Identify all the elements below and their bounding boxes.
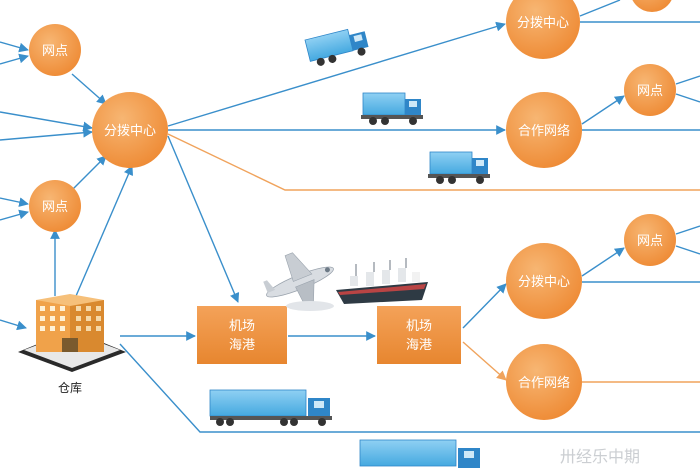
node-partial-top — [632, 0, 672, 12]
semi-truck-icon — [359, 439, 480, 468]
node-hub-bottom-right: 分拨中心 — [506, 243, 582, 319]
node-net-left-top: 网点 — [29, 24, 81, 76]
node-label: 网点 — [42, 200, 68, 215]
connector — [71, 155, 107, 191]
connector — [462, 341, 507, 381]
airplane-icon — [263, 252, 334, 308]
node-label-line2: 海港 — [229, 338, 255, 353]
connector — [579, 0, 621, 17]
warehouse-building-icon — [18, 294, 126, 372]
node-label: 合作网络 — [518, 123, 570, 139]
node-net-left-mid: 网点 — [29, 180, 81, 232]
connector — [0, 319, 27, 331]
connector — [0, 41, 29, 53]
node-label: 分拨中心 — [517, 16, 569, 31]
airplane-shadow — [286, 301, 334, 311]
node-label-line1: 机场 — [229, 319, 255, 334]
connector — [675, 245, 700, 255]
node-label: 网点 — [637, 234, 663, 249]
connector — [0, 127, 93, 141]
connector — [675, 93, 700, 103]
connector — [0, 209, 29, 221]
node-net-right-top: 网点 — [624, 64, 676, 116]
connectors — [0, 0, 700, 433]
semi-truck-icon — [209, 389, 332, 426]
node-label-line2: 海港 — [406, 338, 432, 353]
node-hub-top-right: 分拨中心 — [506, 0, 580, 59]
connector — [675, 75, 700, 85]
connector — [0, 111, 93, 132]
connector — [675, 225, 700, 235]
connector — [0, 53, 29, 65]
connector — [581, 247, 625, 277]
node-label: 网点 — [42, 44, 68, 59]
node-label: 网点 — [637, 84, 663, 99]
cargo-ship-icon — [336, 258, 428, 304]
warehouse-label: 仓库 — [58, 380, 82, 395]
node-net-right-mid: 网点 — [624, 214, 676, 266]
truck-icon — [304, 28, 369, 66]
connector — [75, 165, 134, 297]
connector — [119, 343, 700, 433]
node-port-left: 机场 海港 — [197, 306, 287, 364]
node-port-right: 机场 海港 — [377, 306, 461, 364]
node-label: 分拨中心 — [518, 275, 570, 290]
node-label: 分拨中心 — [104, 124, 156, 139]
node-hub-main: 分拨中心 — [92, 92, 168, 168]
node-coop-top: 合作网络 — [506, 92, 582, 168]
node-label: 合作网络 — [518, 375, 570, 391]
connector — [462, 283, 507, 329]
connector — [167, 133, 700, 191]
connector — [167, 21, 506, 127]
truck-icon — [428, 151, 490, 184]
connector — [71, 73, 107, 105]
node-label-line1: 机场 — [406, 319, 432, 334]
node-coop-bottom: 合作网络 — [506, 344, 582, 420]
watermark-text: 卅经乐中期 — [560, 447, 640, 466]
truck-icon — [361, 92, 423, 125]
connector — [581, 95, 625, 125]
connector — [0, 197, 29, 207]
connector — [167, 135, 240, 303]
